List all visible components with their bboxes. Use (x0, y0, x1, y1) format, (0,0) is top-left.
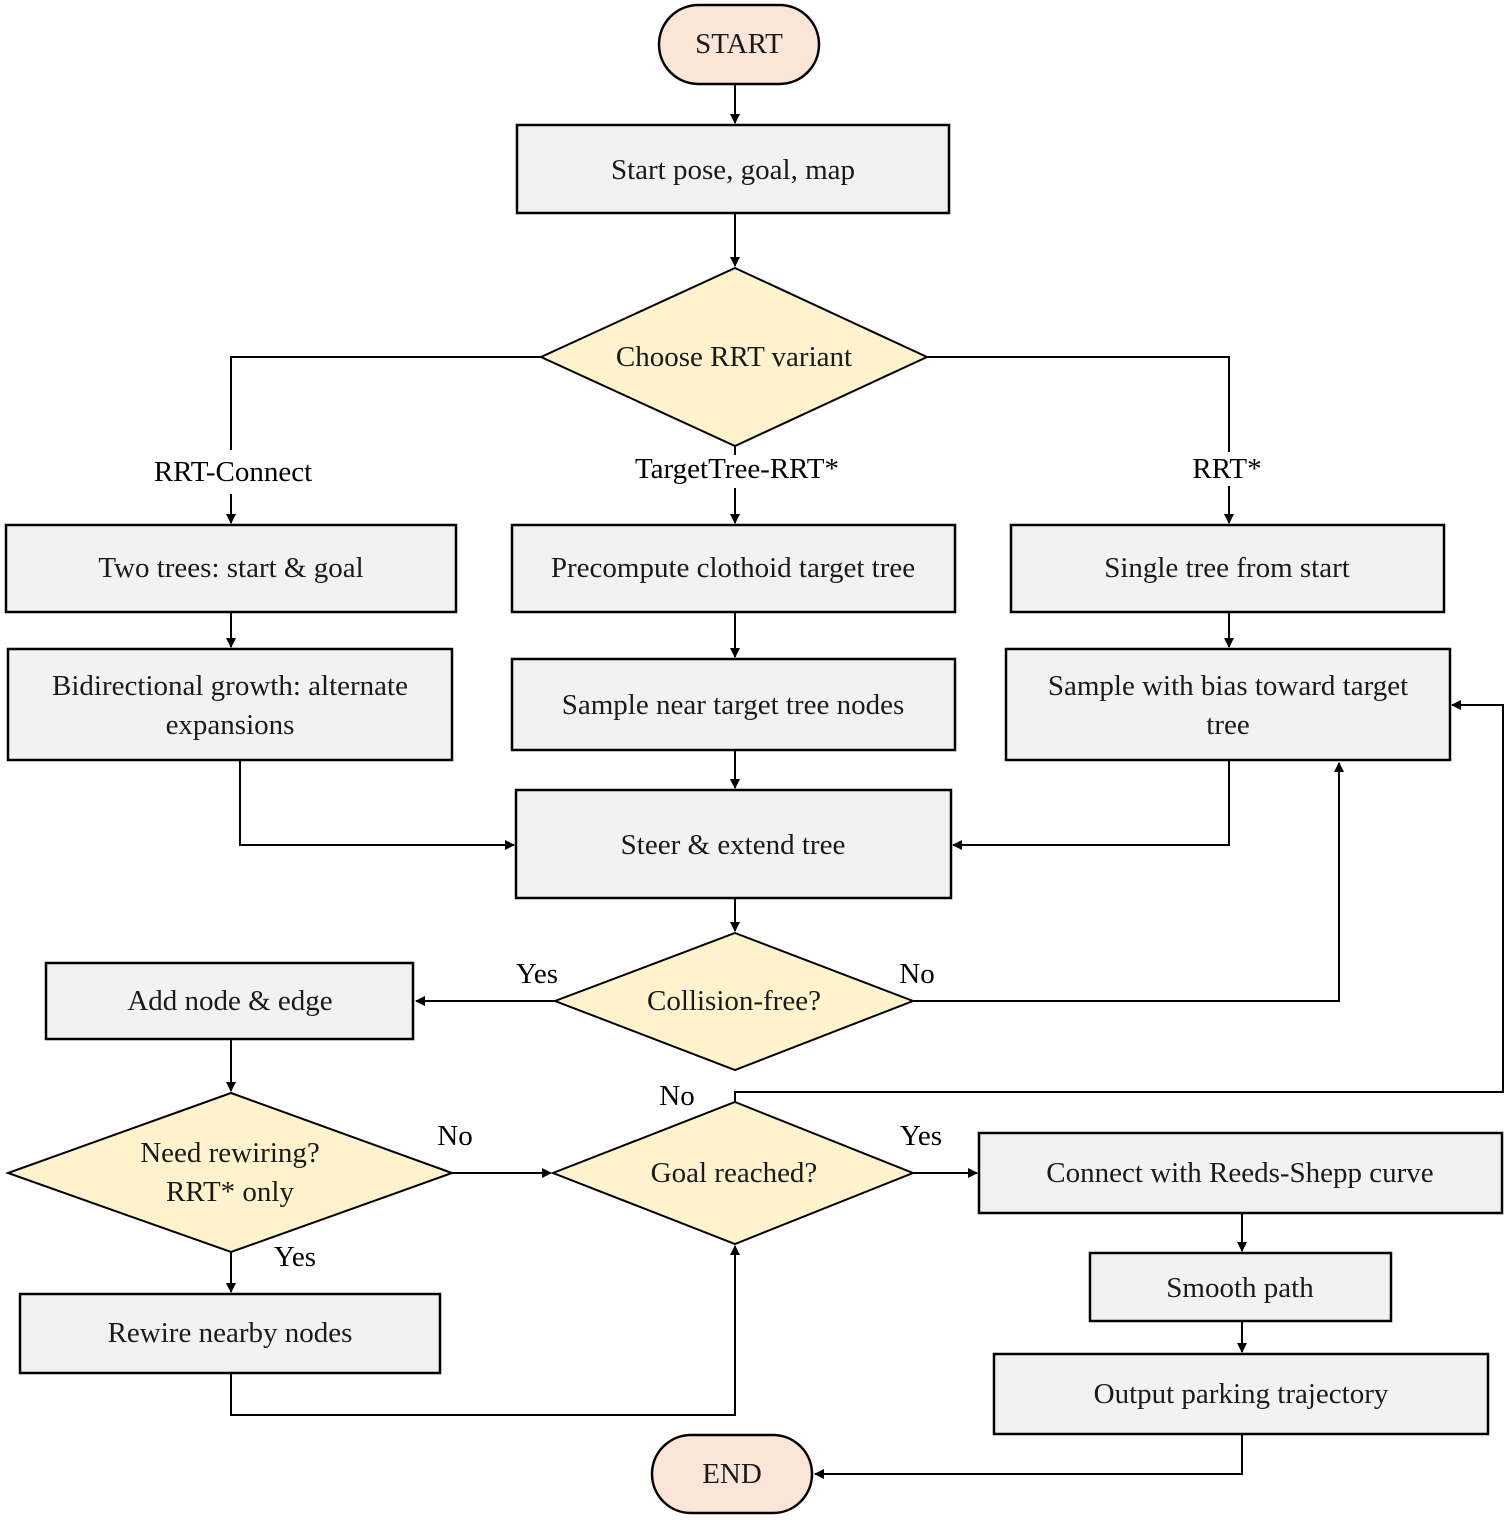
node-end-label: END (702, 1458, 762, 1490)
node-rewiring-label-line1: Need rewiring? (140, 1137, 320, 1169)
node-bidirectional: Bidirectional growth: alternate expansio… (6, 647, 454, 762)
node-collision: Collision-free? (552, 931, 916, 1072)
node-rewiring: Need rewiring? RRT* only (5, 1091, 455, 1254)
edge-goal-no-samplebias (734, 700, 1504, 1102)
label-goal-yes: Yes (900, 1120, 942, 1152)
node-output: Output parking trajectory (992, 1352, 1490, 1436)
label-rrt-connect: RRT-Connect (154, 456, 312, 488)
edge-labels: RRT-Connect TargetTree-RRT* RRT* Yes No … (154, 453, 1262, 1273)
node-bidirectional-label-line1: Bidirectional growth: alternate (52, 670, 408, 702)
node-rewire: Rewire nearby nodes (18, 1292, 442, 1375)
node-start: START (657, 3, 821, 86)
edge-collision-no-samplebias (913, 762, 1344, 1002)
node-goal: Goal reached? (550, 1100, 916, 1246)
node-add-node-label: Add node & edge (127, 985, 332, 1017)
node-collision-label: Collision-free? (647, 985, 821, 1017)
node-input: Start pose, goal, map (515, 123, 951, 215)
node-sample-bias-label-line2: tree (1206, 709, 1249, 741)
edge-choose-rrtstar (927, 356, 1230, 452)
node-output-label: Output parking trajectory (1094, 1378, 1389, 1410)
node-single-tree: Single tree from start (1009, 523, 1446, 614)
node-start-label: START (695, 28, 783, 60)
node-sample-bias-label-line1: Sample with bias toward target (1048, 670, 1408, 702)
node-sample-bias: Sample with bias toward target tree (1004, 647, 1452, 762)
node-connect: Connect with Reeds-Shepp curve (977, 1131, 1504, 1215)
node-two-trees: Two trees: start & goal (4, 523, 458, 614)
node-rewire-label: Rewire nearby nodes (108, 1317, 353, 1349)
node-end: END (650, 1433, 814, 1515)
label-collision-yes: Yes (516, 958, 558, 990)
node-sample-near-label: Sample near target tree nodes (562, 689, 905, 721)
node-sample-near: Sample near target tree nodes (510, 657, 957, 752)
label-rewiring-yes: Yes (274, 1241, 316, 1273)
edge-bidirectional-steer (239, 760, 515, 850)
node-choose: Choose RRT variant (538, 266, 930, 448)
node-input-label: Start pose, goal, map (611, 154, 855, 186)
edge-samplebias-steer (952, 760, 1230, 850)
label-rrt-star: RRT* (1192, 453, 1261, 485)
node-add-node: Add node & edge (44, 961, 415, 1041)
node-precompute: Precompute clothoid target tree (510, 523, 957, 614)
edge-output-end (814, 1434, 1243, 1479)
node-steer-label: Steer & extend tree (621, 829, 846, 861)
node-rewiring-label-line2: RRT* only (166, 1176, 294, 1208)
edge-choose-rrtconnect (230, 356, 541, 450)
node-single-tree-label: Single tree from start (1104, 552, 1350, 584)
node-two-trees-label: Two trees: start & goal (98, 552, 363, 584)
label-targettree-rrt-star: TargetTree-RRT* (635, 453, 839, 485)
edges (226, 84, 1504, 1479)
node-goal-label: Goal reached? (651, 1157, 818, 1189)
label-goal-no: No (659, 1080, 694, 1112)
node-steer: Steer & extend tree (514, 788, 953, 900)
node-smooth-label: Smooth path (1166, 1272, 1314, 1304)
label-rewiring-no: No (437, 1120, 472, 1152)
node-choose-label: Choose RRT variant (616, 341, 852, 373)
node-smooth: Smooth path (1088, 1251, 1393, 1323)
edge-rewire-goal (230, 1245, 740, 1416)
label-collision-no: No (899, 958, 934, 990)
node-bidirectional-label-line2: expansions (166, 709, 295, 741)
node-connect-label: Connect with Reeds-Shepp curve (1046, 1157, 1433, 1189)
node-precompute-label: Precompute clothoid target tree (551, 552, 915, 584)
